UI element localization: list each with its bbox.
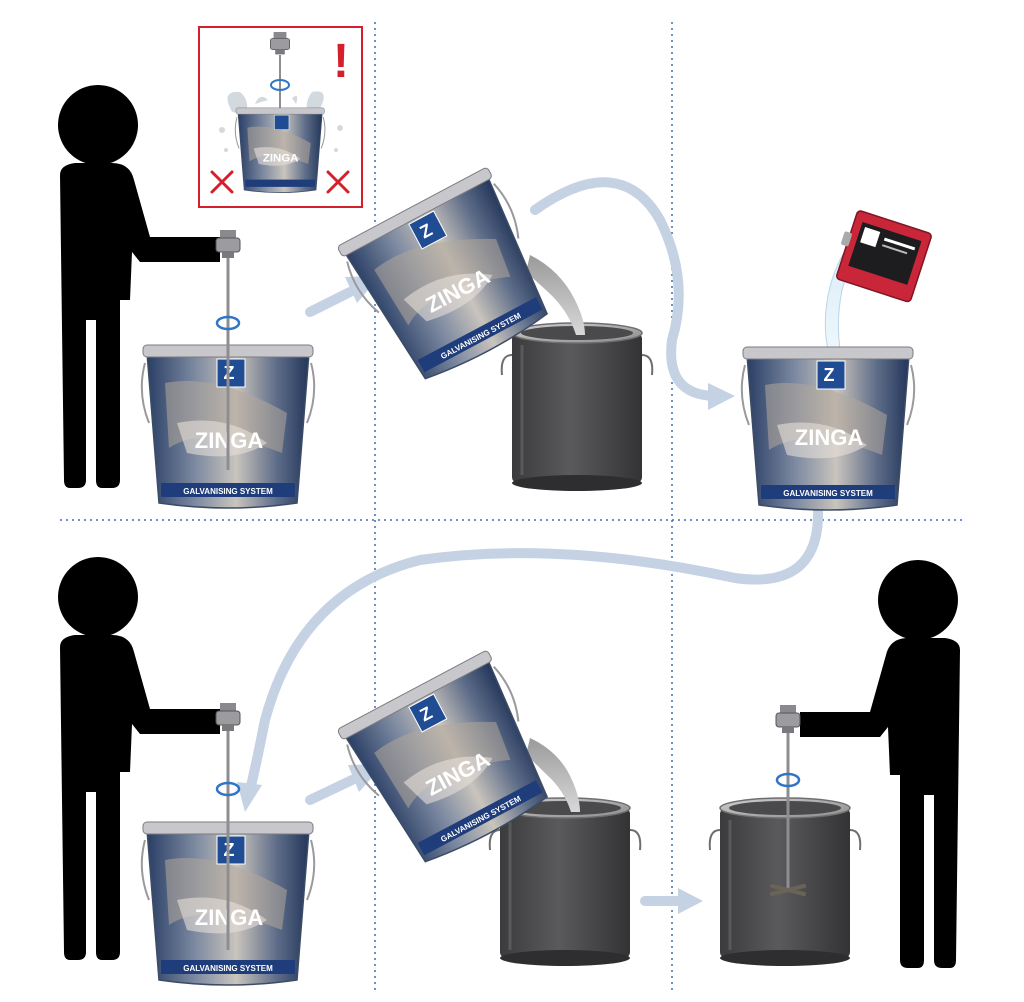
cross-mark-icon (326, 170, 350, 194)
step-2-panel: Z ZINGA GALVANISING SYSTEM (334, 165, 654, 493)
bucket-tagline-label: GALVANISING SYSTEM (783, 489, 873, 498)
pour-stream (526, 255, 585, 335)
bucket-logo-letter: Z (824, 365, 835, 385)
step-1-panel: Z ZINGA GALVANISING SYSTEM ! (58, 26, 363, 509)
mixer-drill-icon (215, 702, 241, 950)
flow-arrow-icon (245, 505, 824, 795)
flow-arrow-icon (530, 177, 720, 401)
metal-can-icon (708, 796, 862, 968)
flow-arrowhead-icon (708, 383, 735, 410)
step-6-panel (708, 560, 960, 968)
rotation-ring-icon (270, 79, 290, 91)
metal-can-icon (500, 321, 654, 493)
step-3-panel: Z ZINGA GALVANISING SYSTEM (740, 210, 932, 511)
rotation-ring-icon (775, 772, 801, 788)
pour-stream (526, 738, 580, 812)
mixer-drill-icon (770, 704, 806, 896)
thinner-canister-icon (836, 210, 932, 303)
flow-arrows (245, 177, 824, 906)
flow-arrowhead-icon (237, 782, 262, 812)
warning-inset: ! ZINGA (198, 26, 363, 208)
panel-grid (60, 22, 965, 992)
flow-arrow-icon (305, 775, 357, 805)
warning-exclamation-icon: ! (333, 35, 349, 88)
rotation-ring-icon (215, 315, 241, 331)
zinga-bucket: ZINGA (234, 107, 326, 194)
bucket-tagline-label: GALVANISING SYSTEM (183, 487, 273, 496)
metal-can-icon (488, 796, 642, 968)
bucket-brand-label: ZINGA (795, 425, 864, 450)
cross-mark-icon (210, 170, 234, 194)
step-5-panel: Z ZINGA GALVANISING SYSTEM (334, 648, 642, 968)
flow-arrow-icon (305, 287, 355, 317)
zinga-bucket: Z ZINGA GALVANISING SYSTEM (740, 346, 916, 511)
step-4-panel: Z ZINGA GALVANISING SYSTEM (58, 557, 316, 986)
bucket-tagline-label: GALVANISING SYSTEM (183, 964, 273, 973)
rotation-ring-icon (215, 781, 241, 797)
bucket-brand-label: ZINGA (263, 152, 299, 164)
flow-arrowhead-icon (678, 888, 703, 914)
mixer-drill-icon (215, 229, 241, 470)
zinga-bucket: Z ZINGA GALVANISING SYSTEM (334, 165, 566, 393)
